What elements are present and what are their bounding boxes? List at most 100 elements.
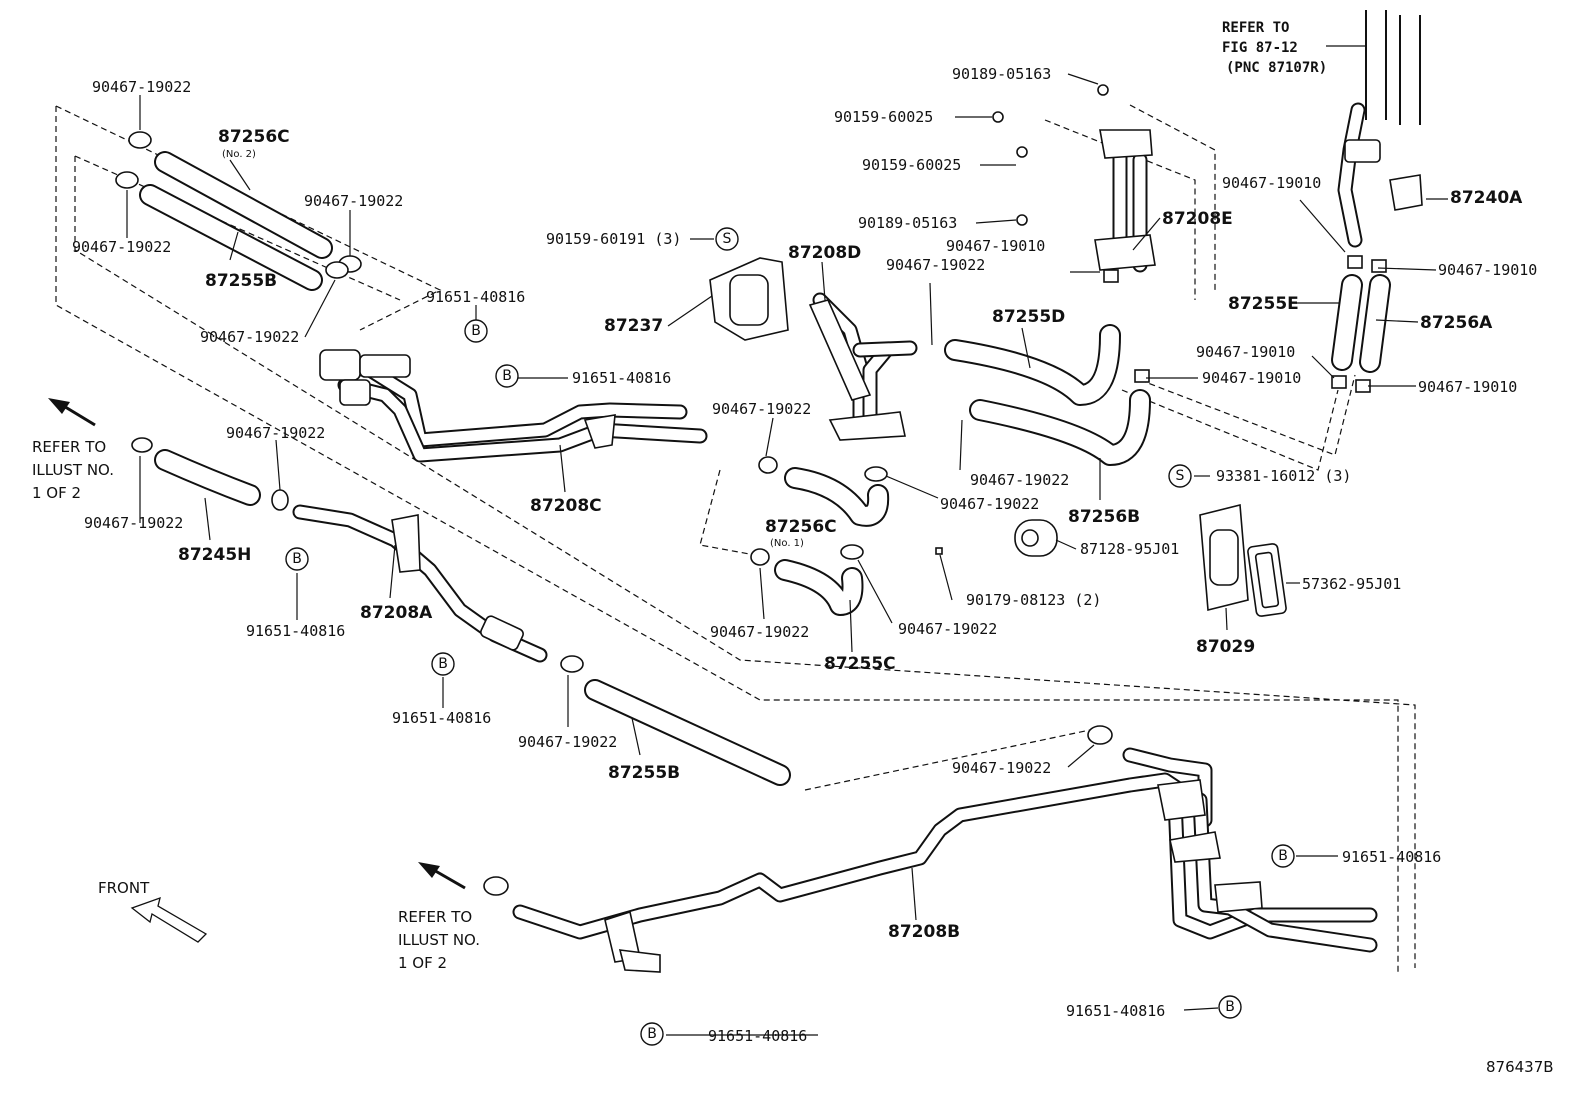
label-87255c: 87255C bbox=[824, 654, 896, 674]
hose-87256b bbox=[969, 389, 1151, 466]
circle-b-symbol: B bbox=[464, 319, 488, 343]
hose-87255b-lower bbox=[560, 655, 791, 786]
clamp-icons-center bbox=[750, 456, 888, 566]
label-87128-95j01: 87128-95J01 bbox=[1080, 540, 1179, 558]
label-90467-19022-k: 90467-19022 bbox=[940, 495, 1039, 513]
refer-illust-top-line3: 1 OF 2 bbox=[32, 484, 81, 502]
label-no1: (No. 1) bbox=[770, 538, 804, 549]
front-arrow-icon bbox=[130, 896, 208, 943]
reference-notes: REFER TO FIG 87-12 (PNC 87107R) REFER TO… bbox=[32, 20, 1554, 1076]
circle-b-symbol: B bbox=[495, 364, 519, 388]
label-87256b: 87256B bbox=[1068, 507, 1140, 527]
label-90467-19022-e: 90467-19022 bbox=[226, 424, 325, 442]
label-87256a: 87256A bbox=[1420, 313, 1493, 333]
refer-arrow-icon-bottom bbox=[418, 862, 466, 890]
label-90467-19022-b: 90467-19022 bbox=[304, 192, 403, 210]
plate-87237 bbox=[709, 257, 789, 341]
label-90159-60025-b: 90159-60025 bbox=[862, 156, 961, 174]
label-93381-16012: 93381-16012 (3) bbox=[1216, 467, 1351, 485]
label-87256c-no1: 87256C bbox=[765, 517, 837, 537]
parts-artwork bbox=[115, 10, 1423, 973]
hose-87245h bbox=[131, 437, 289, 511]
svg-text:B: B bbox=[1225, 999, 1235, 1015]
label-91651-40816-g: 91651-40816 bbox=[1066, 1002, 1165, 1020]
label-90467-19022-c: 90467-19022 bbox=[72, 238, 171, 256]
label-90467-19010-c: 90467-19010 bbox=[1438, 261, 1537, 279]
label-90467-19010-a: 90467-19010 bbox=[946, 237, 1045, 255]
refer-arrow-icon-top bbox=[48, 398, 96, 427]
label-91651-40816-d: 91651-40816 bbox=[392, 709, 491, 727]
circled-symbols: B B B B B B B S S bbox=[285, 227, 1295, 1046]
circle-b-symbol: B bbox=[431, 652, 455, 676]
label-90179-08123: 90179-08123 (2) bbox=[966, 591, 1101, 609]
svg-text:B: B bbox=[292, 551, 302, 567]
pipe-87208e bbox=[1094, 129, 1156, 273]
label-90189-05163-b: 90189-05163 bbox=[858, 214, 957, 232]
label-87208a: 87208A bbox=[360, 603, 433, 623]
circle-b-symbol: B bbox=[640, 1022, 664, 1046]
circle-b-symbol: B bbox=[1218, 995, 1242, 1019]
circle-s-symbol: S bbox=[1168, 464, 1192, 488]
svg-text:B: B bbox=[471, 323, 481, 339]
grommet-87128 bbox=[1014, 519, 1058, 557]
label-87255b-lower: 87255B bbox=[608, 763, 680, 783]
label-no2: (No. 2) bbox=[222, 149, 256, 160]
label-90467-19022-g: 90467-19022 bbox=[518, 733, 617, 751]
label-91651-40816-e: 91651-40816 bbox=[1342, 848, 1441, 866]
circle-b-symbol: B bbox=[1271, 844, 1295, 868]
label-90467-19022-l: 90467-19022 bbox=[710, 623, 809, 641]
label-90467-19022-i: 90467-19022 bbox=[712, 400, 811, 418]
refer-illust-top-line1: REFER TO bbox=[32, 438, 106, 456]
hose-87255c bbox=[774, 559, 864, 616]
label-87255e: 87255E bbox=[1228, 294, 1299, 314]
svg-text:B: B bbox=[502, 368, 512, 384]
label-91651-40816-c: 91651-40816 bbox=[246, 622, 345, 640]
pipe-87208d bbox=[808, 292, 918, 441]
pipe-87240a bbox=[1337, 10, 1423, 248]
label-90467-19022-h: 90467-19022 bbox=[886, 256, 985, 274]
label-87237: 87237 bbox=[604, 316, 663, 336]
label-87240a: 87240A bbox=[1450, 188, 1523, 208]
svg-text:S: S bbox=[1176, 468, 1185, 484]
dashed-region-outlines bbox=[55, 104, 1416, 975]
fastener-markers bbox=[935, 84, 1109, 555]
cover-87029 bbox=[1199, 503, 1249, 612]
svg-text:B: B bbox=[1278, 848, 1288, 864]
label-90467-19010-e: 90467-19010 bbox=[1202, 369, 1301, 387]
refer-fig-line2: FIG 87-12 bbox=[1222, 40, 1298, 56]
hose-87256c-no2 bbox=[154, 151, 333, 259]
arrow-icons bbox=[48, 398, 466, 943]
circle-b-symbol: B bbox=[285, 547, 309, 571]
part-number-labels: 90467-19022 87256C (No. 2) 90467-19022 9… bbox=[72, 65, 1537, 1045]
gasket-57362 bbox=[1247, 543, 1287, 617]
hoses-87255e-87256a bbox=[1103, 255, 1391, 393]
label-87255b-upper: 87255B bbox=[205, 271, 277, 291]
label-91651-40816-b: 91651-40816 bbox=[572, 369, 671, 387]
svg-text:B: B bbox=[647, 1026, 657, 1042]
pipe-87208b bbox=[483, 725, 1378, 973]
label-90467-19022-n: 90467-19022 bbox=[952, 759, 1051, 777]
label-90467-19010-d: 90467-19010 bbox=[1196, 343, 1295, 361]
label-87208e: 87208E bbox=[1162, 209, 1233, 229]
diagram-id: 876437B bbox=[1486, 1058, 1554, 1076]
circle-s-symbol: S bbox=[715, 227, 739, 251]
label-87245h: 87245H bbox=[178, 545, 251, 565]
clamp-icons-top-left bbox=[115, 131, 362, 279]
label-87029: 87029 bbox=[1196, 637, 1255, 657]
label-90159-60191: 90159-60191 (3) bbox=[546, 230, 681, 248]
label-87208c: 87208C bbox=[530, 496, 602, 516]
label-57362-95j01: 57362-95J01 bbox=[1302, 575, 1401, 593]
pipe-87208a bbox=[292, 504, 548, 663]
refer-illust-bottom-line1: REFER TO bbox=[398, 908, 472, 926]
refer-illust-bottom-line2: ILLUST NO. bbox=[398, 931, 480, 949]
label-90467-19010-b: 90467-19010 bbox=[1222, 174, 1321, 192]
hose-87256c-no1 bbox=[784, 467, 890, 527]
label-87208d: 87208D bbox=[788, 243, 861, 263]
label-91651-40816-f: 91651-40816 bbox=[708, 1027, 807, 1045]
leader-lines bbox=[126, 45, 1448, 1036]
label-90159-60025-a: 90159-60025 bbox=[834, 108, 933, 126]
svg-text:S: S bbox=[723, 231, 732, 247]
label-90467-19022-f: 90467-19022 bbox=[84, 514, 183, 532]
label-90467-19022-a: 90467-19022 bbox=[92, 78, 191, 96]
refer-illust-bottom-line3: 1 OF 2 bbox=[398, 954, 447, 972]
